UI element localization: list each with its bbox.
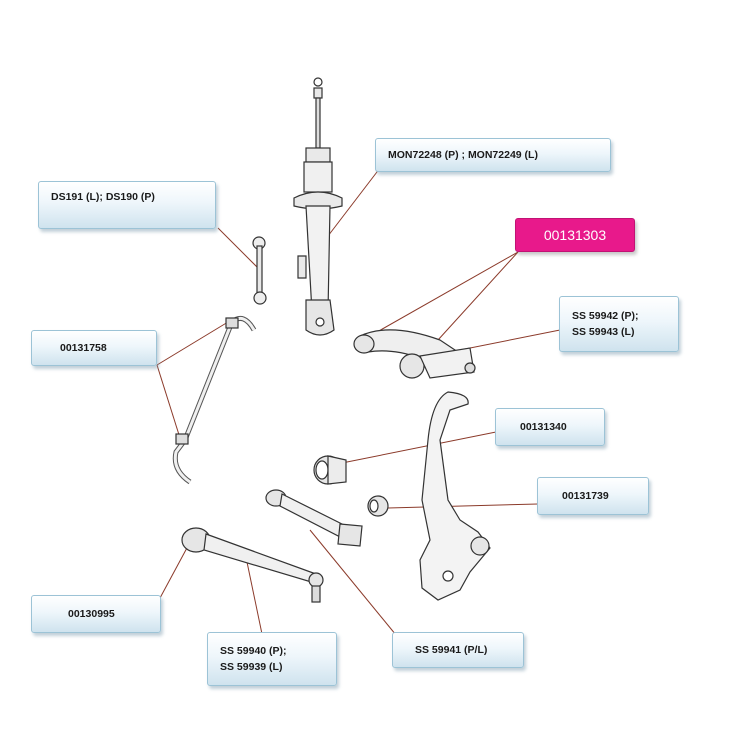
- bushing-1-part: [313, 455, 347, 485]
- label-upper-arm: 00131303: [515, 218, 635, 252]
- label-bushing-1-text: 00131340: [520, 421, 567, 433]
- label-lower-arm-bushing: 00130995: [31, 595, 161, 633]
- label-upper-arm-ss-line1: SS 59942 (P);: [572, 310, 639, 322]
- strut-part: [293, 77, 343, 336]
- label-tension-strut: SS 59941 (P/L): [392, 632, 524, 668]
- leader-lower-arm-bushing: [159, 545, 189, 599]
- label-bushing-1: 00131340: [495, 408, 605, 446]
- lower-arm-part: [181, 527, 324, 603]
- bushing-2-part: [367, 495, 389, 517]
- label-lower-arm-line2: SS 59939 (L): [220, 661, 283, 673]
- label-lower-arm-bushing-text: 00130995: [68, 608, 115, 620]
- leader-tension-strut: [309, 529, 397, 636]
- leader-lower-arm: [246, 561, 263, 635]
- leader-strut: [327, 167, 381, 237]
- label-lower-arm-line1: SS 59940 (P);: [220, 645, 287, 657]
- knuckle-part: [419, 391, 491, 601]
- label-upper-arm-ss: SS 59942 (P); SS 59943 (L): [559, 296, 679, 352]
- label-stabilizer-link: DS191 (L); DS190 (P): [38, 181, 216, 229]
- leader-bushing-2: [387, 503, 539, 509]
- leader-stabilizer-link: [217, 227, 259, 269]
- label-bushing-2: 00131739: [537, 477, 649, 515]
- label-stabilizer-link-text: DS191 (L); DS190 (P): [51, 191, 155, 203]
- stabilizer-bar-part: [172, 315, 257, 485]
- parts: [172, 77, 491, 603]
- label-upper-arm-text: 00131303: [543, 227, 607, 243]
- label-stabilizer-bar: 00131758: [31, 330, 157, 366]
- label-upper-arm-ss-line2: SS 59943 (L): [572, 326, 635, 338]
- leader-stabilizer-bar-b: [156, 364, 181, 439]
- leader-upper-arm-a: [369, 251, 519, 337]
- leader-lines: [156, 167, 561, 636]
- leader-stabilizer-bar-a: [156, 321, 229, 366]
- label-bushing-2-text: 00131739: [562, 490, 609, 502]
- tension-strut-part: [265, 489, 363, 547]
- label-lower-arm: SS 59940 (P); SS 59939 (L): [207, 632, 337, 686]
- upper-arm-part: [353, 329, 476, 379]
- leader-bushing-1: [341, 431, 497, 464]
- stabilizer-link-part: [252, 236, 267, 305]
- label-stabilizer-bar-text: 00131758: [60, 342, 107, 354]
- label-strut-text: MON72248 (P) ; MON72249 (L): [388, 149, 538, 161]
- label-strut: MON72248 (P) ; MON72249 (L): [375, 138, 611, 172]
- label-tension-strut-text: SS 59941 (P/L): [415, 644, 488, 656]
